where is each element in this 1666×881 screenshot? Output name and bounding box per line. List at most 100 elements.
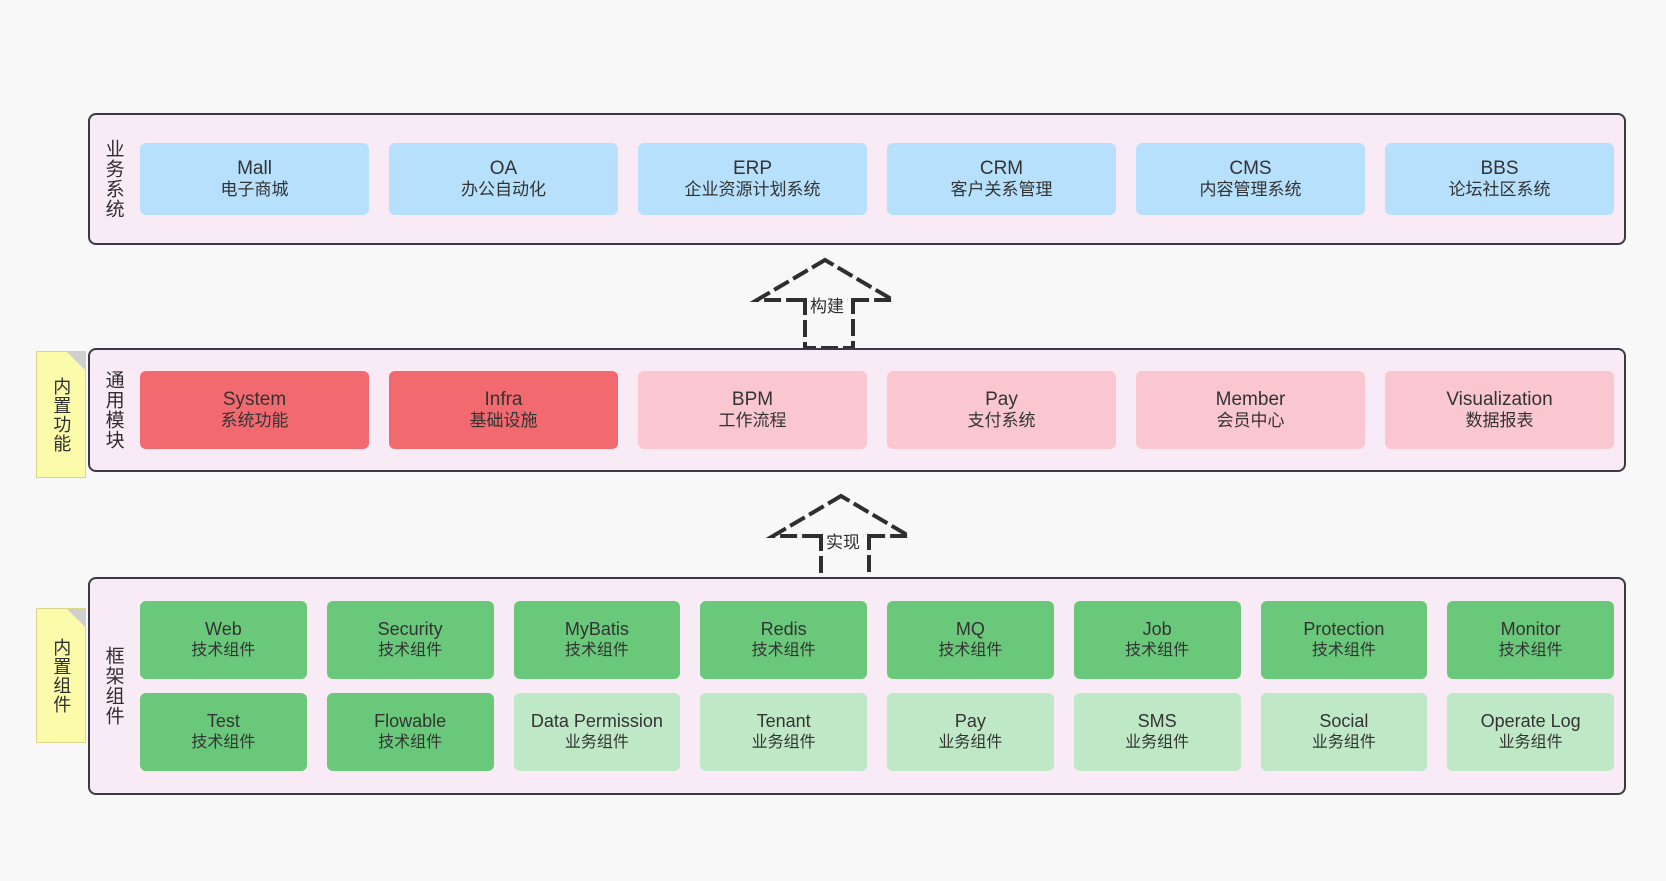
- card-title: Operate Log: [1480, 711, 1581, 732]
- card-title: Mall: [237, 158, 272, 180]
- card-subtitle: 业务组件: [751, 734, 816, 752]
- card-title: Job: [1142, 619, 1172, 640]
- card-monitor[interactable]: Monitor 技术组件: [1447, 601, 1614, 679]
- card-subtitle: 技术组件: [1125, 642, 1190, 660]
- card-title: Test: [206, 711, 240, 732]
- card-system[interactable]: System 系统功能: [140, 371, 369, 449]
- card-subtitle: 业务组件: [1498, 734, 1563, 752]
- card-subtitle: 电子商城: [220, 180, 289, 200]
- card-tenant[interactable]: Tenant 业务组件: [700, 693, 867, 771]
- card-subtitle: 技术组件: [938, 642, 1003, 660]
- layer-body-common: System 系统功能 Infra 基础设施 BPM 工作流程 Pay 支付系统…: [136, 350, 1624, 470]
- business-card-row: Mall 电子商城 OA 办公自动化 ERP 企业资源计划系统 CRM 客户关系…: [140, 143, 1614, 215]
- card-subtitle: 业务组件: [938, 734, 1003, 752]
- note-builtin-features: 内置功能: [36, 351, 86, 478]
- card-bpm[interactable]: BPM 工作流程: [638, 371, 867, 449]
- card-cms[interactable]: CMS 内容管理系统: [1136, 143, 1365, 215]
- card-title: Tenant: [756, 711, 811, 732]
- connector-label-build: 构建: [807, 292, 847, 317]
- framework-card-row-1: Web 技术组件 Security 技术组件 MyBatis 技术组件 Redi…: [140, 601, 1614, 679]
- card-subtitle: 支付系统: [967, 411, 1036, 431]
- card-visualization[interactable]: Visualization 数据报表: [1385, 371, 1614, 449]
- card-subtitle: 技术组件: [191, 734, 256, 752]
- layer-business-systems: 业务系统 Mall 电子商城 OA 办公自动化 ERP 企业资源计划系统 CRM…: [88, 113, 1626, 245]
- card-subtitle: 技术组件: [1311, 642, 1376, 660]
- card-operate-log[interactable]: Operate Log 业务组件: [1447, 693, 1614, 771]
- card-test[interactable]: Test 技术组件: [140, 693, 307, 771]
- layer-common-modules: 通用模块 System 系统功能 Infra 基础设施 BPM 工作流程 Pay…: [88, 348, 1626, 472]
- card-crm[interactable]: CRM 客户关系管理: [887, 143, 1116, 215]
- card-title: Pay: [985, 389, 1018, 411]
- layer-body-framework: Web 技术组件 Security 技术组件 MyBatis 技术组件 Redi…: [136, 579, 1624, 793]
- card-bbs[interactable]: BBS 论坛社区系统: [1385, 143, 1614, 215]
- card-title: Redis: [760, 619, 807, 640]
- card-mq[interactable]: MQ 技术组件: [887, 601, 1054, 679]
- card-subtitle: 基础设施: [469, 411, 538, 431]
- card-subtitle: 技术组件: [191, 642, 256, 660]
- card-title: Infra: [484, 389, 523, 411]
- connector-implement: 实现: [751, 488, 951, 588]
- card-social[interactable]: Social 业务组件: [1260, 693, 1428, 771]
- card-title: Member: [1215, 389, 1286, 411]
- card-subtitle: 业务组件: [1311, 734, 1376, 752]
- card-subtitle: 工作流程: [718, 411, 787, 431]
- card-mall[interactable]: Mall 电子商城: [140, 143, 369, 215]
- card-member[interactable]: Member 会员中心: [1136, 371, 1365, 449]
- card-subtitle: 技术组件: [378, 642, 443, 660]
- card-title: OA: [489, 158, 518, 180]
- card-erp[interactable]: ERP 企业资源计划系统: [638, 143, 867, 215]
- card-pay-component[interactable]: Pay 业务组件: [887, 693, 1054, 771]
- layer-body-business: Mall 电子商城 OA 办公自动化 ERP 企业资源计划系统 CRM 客户关系…: [136, 115, 1624, 243]
- note-builtin-components: 内置组件: [36, 608, 86, 743]
- card-subtitle: 技术组件: [378, 734, 443, 752]
- card-title: System: [222, 389, 287, 411]
- card-title: BPM: [731, 389, 774, 411]
- card-title: MQ: [955, 619, 985, 640]
- card-subtitle: 系统功能: [220, 411, 289, 431]
- card-web[interactable]: Web 技术组件: [140, 601, 307, 679]
- card-flowable[interactable]: Flowable 技术组件: [326, 693, 494, 771]
- card-protection[interactable]: Protection 技术组件: [1260, 601, 1428, 679]
- card-infra[interactable]: Infra 基础设施: [389, 371, 618, 449]
- card-subtitle: 企业资源计划系统: [684, 180, 821, 200]
- card-title: CRM: [979, 158, 1024, 180]
- card-title: Pay: [954, 711, 986, 732]
- card-subtitle: 论坛社区系统: [1448, 180, 1551, 200]
- card-title: Social: [1319, 711, 1369, 732]
- card-title: Monitor: [1500, 619, 1561, 640]
- connector-label-implement: 实现: [823, 528, 863, 553]
- card-subtitle: 办公自动化: [461, 180, 546, 200]
- card-sms[interactable]: SMS 业务组件: [1073, 693, 1241, 771]
- card-subtitle: 业务组件: [1125, 734, 1190, 752]
- card-title: CMS: [1229, 158, 1272, 180]
- card-data-permission[interactable]: Data Permission 业务组件: [513, 693, 681, 771]
- card-subtitle: 技术组件: [1498, 642, 1563, 660]
- card-title: Web: [205, 619, 242, 640]
- card-mybatis[interactable]: MyBatis 技术组件: [513, 601, 681, 679]
- card-title: Protection: [1303, 619, 1385, 640]
- card-title: Data Permission: [530, 711, 663, 732]
- card-subtitle: 业务组件: [564, 734, 629, 752]
- card-subtitle: 技术组件: [564, 642, 629, 660]
- card-title: SMS: [1137, 711, 1177, 732]
- card-subtitle: 客户关系管理: [950, 180, 1053, 200]
- card-subtitle: 会员中心: [1216, 411, 1285, 431]
- card-subtitle: 内容管理系统: [1199, 180, 1302, 200]
- card-title: ERP: [732, 158, 773, 180]
- layer-framework-components: 框架组件 Web 技术组件 Security 技术组件 MyBatis 技术组件…: [88, 577, 1626, 795]
- layer-title-framework: 框架组件: [102, 646, 124, 726]
- card-oa[interactable]: OA 办公自动化: [389, 143, 618, 215]
- layer-title-business: 业务系统: [102, 139, 124, 219]
- card-pay-module[interactable]: Pay 支付系统: [887, 371, 1116, 449]
- layer-title-common: 通用模块: [102, 370, 124, 450]
- card-subtitle: 数据报表: [1465, 411, 1534, 431]
- card-title: Visualization: [1446, 389, 1553, 411]
- card-title: MyBatis: [564, 619, 629, 640]
- connector-build: 构建: [735, 252, 935, 352]
- card-security[interactable]: Security 技术组件: [326, 601, 494, 679]
- card-title: Flowable: [374, 711, 447, 732]
- card-job[interactable]: Job 技术组件: [1073, 601, 1241, 679]
- card-redis[interactable]: Redis 技术组件: [700, 601, 867, 679]
- common-card-row: System 系统功能 Infra 基础设施 BPM 工作流程 Pay 支付系统…: [140, 371, 1614, 449]
